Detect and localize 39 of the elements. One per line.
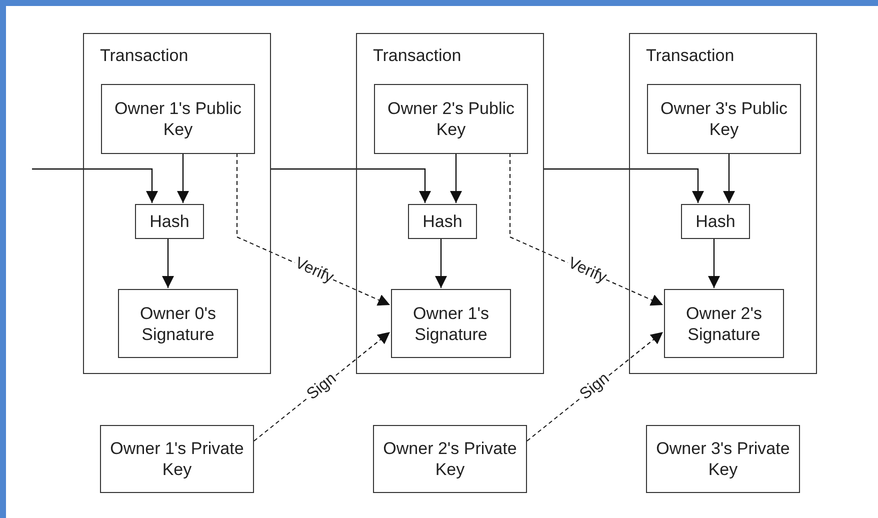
arrow <box>177 153 189 203</box>
box-label: Owner 3's Private Key <box>655 438 791 480</box>
arrow <box>450 153 462 203</box>
arrow <box>544 168 704 203</box>
arrow <box>723 153 735 203</box>
process-box <box>681 204 750 239</box>
process-box <box>391 289 511 358</box>
process-box <box>374 84 528 154</box>
arrow <box>708 238 720 288</box>
process-box <box>408 204 477 239</box>
box-label: Owner 1's Public Key <box>113 98 243 140</box>
process-box <box>647 84 801 154</box>
group-heading: Transaction <box>100 45 188 66</box>
process-box <box>118 289 238 358</box>
transaction-box <box>83 33 271 374</box>
process-box <box>373 425 527 493</box>
box-label: Owner 2's Public Key <box>386 98 516 140</box>
process-box <box>135 204 204 239</box>
box-label: Hash <box>422 211 462 232</box>
box-label: Owner 3's Public Key <box>659 98 789 140</box>
arrow <box>162 238 174 288</box>
box-label: Owner 1's Private Key <box>109 438 245 480</box>
group-heading: Transaction <box>373 45 462 66</box>
box-label: Owner 2's Signature <box>685 302 763 344</box>
process-box <box>664 289 784 358</box>
box-label: Hash <box>150 211 190 232</box>
arrow <box>32 168 158 203</box>
process-box <box>101 84 255 154</box>
arrow <box>271 168 431 203</box>
box-label: Owner 1's Signature <box>412 302 490 344</box>
box-label: Owner 2's Private Key <box>382 438 518 480</box>
transaction-box <box>629 33 817 374</box>
group-heading: Transaction <box>646 45 734 66</box>
box-label: Owner 0's Signature <box>139 302 217 344</box>
process-box <box>100 425 254 493</box>
transaction-box <box>356 33 544 374</box>
process-box <box>646 425 800 493</box>
box-label: Hash <box>696 211 736 232</box>
arrow <box>435 238 447 288</box>
